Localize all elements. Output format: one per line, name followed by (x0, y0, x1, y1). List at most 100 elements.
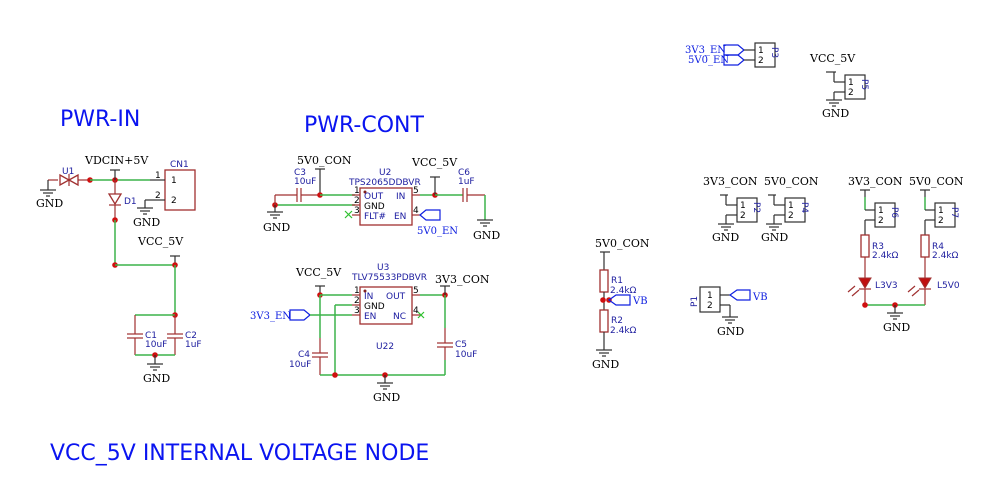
ref-u2: U2 (379, 168, 391, 178)
ref-p5: P5 (859, 79, 869, 90)
pin-label-flt: FLT# (364, 212, 386, 222)
value-r2: 2.4kΩ (610, 326, 637, 336)
net-label-gnd: GND (143, 372, 170, 385)
global-label-vb[interactable]: VB (607, 294, 648, 307)
connector-cn1[interactable]: 1 2 1 2 CN1 (150, 160, 196, 211)
voltage-divider-block: 5V0_CON R1 2.4kΩ VB R2 2.4kΩ GND (592, 237, 650, 371)
capacitor-c3[interactable]: C3 10uF (275, 168, 320, 202)
ref-p1: P1 (690, 296, 700, 307)
pin-label: 2 (788, 211, 794, 221)
value-c4: 10uF (289, 360, 311, 370)
connector-p4[interactable]: 1 2 P4 (768, 194, 809, 224)
ref-c2: C2 (185, 331, 197, 341)
ref-c4: C4 (298, 350, 310, 360)
net-label-5v0en: 5V0_EN (688, 55, 729, 66)
pin-number: 5 (413, 186, 419, 196)
value-r1: 2.4kΩ (610, 286, 637, 296)
net-label-gnd: GND (36, 197, 63, 210)
pin-label: 1 (758, 46, 764, 56)
ref-u1: U1 (62, 167, 74, 177)
value-c1: 10uF (145, 340, 167, 350)
pin-label-in: IN (396, 192, 405, 202)
net-label-gnd: GND (133, 216, 160, 229)
connector-p2[interactable]: 1 2 P2 (720, 194, 761, 224)
pin-label-en: EN (364, 312, 376, 322)
pin-label: 1 (848, 78, 854, 88)
junction (600, 297, 606, 303)
net-label-3v3en: 3V3_EN (250, 311, 291, 322)
pin-label: 2 (758, 56, 764, 66)
connector-p1[interactable]: 1 2 P1 (690, 286, 731, 317)
connector-p7[interactable]: 1 2 P7 (934, 202, 959, 228)
pin-number: 3 (354, 206, 360, 216)
capacitor-c2[interactable]: C2 1uF (167, 315, 202, 355)
net-label-3v3con: 3V3_CON (848, 175, 903, 188)
pin-label-out: OUT (386, 292, 406, 302)
value-c3: 10uF (294, 177, 316, 187)
pin-number: 3 (354, 306, 360, 316)
ref-r1: R1 (611, 276, 623, 286)
ref-r4: R4 (932, 242, 944, 252)
gnd-symbol-leds: GND (883, 305, 910, 334)
pin-number: 1 (354, 186, 360, 196)
gnd-symbol-r2: GND (592, 349, 619, 371)
pin-label-gnd: GND (364, 302, 385, 312)
net-label-gnd: GND (592, 358, 619, 371)
ref-p7: P7 (949, 207, 959, 218)
gnd-symbol-u1: GND (36, 179, 63, 210)
net-label-3v3en: 3V3_EN (685, 45, 726, 56)
pin-label: 2 (938, 216, 944, 226)
led-l5v0[interactable]: L5V0 (907, 277, 960, 297)
ref-p6: P6 (889, 207, 899, 218)
net-label-5v0con: 5V0_CON (595, 237, 650, 250)
pin-label-nc: NC (393, 312, 406, 322)
net-label-5v0con: 5V0_CON (909, 175, 964, 188)
pin-label-out: OUT (364, 192, 384, 202)
ref-u3: U3 (377, 263, 389, 273)
net-label-gnd: GND (373, 391, 400, 404)
pin-number: 2 (155, 191, 161, 201)
connector-p5[interactable]: 1 2 P5 (826, 71, 869, 100)
capacitor-c1[interactable]: C1 10uF (127, 315, 167, 355)
global-label-5v0en[interactable]: 5V0_EN (417, 209, 458, 237)
net-label-vcc5v: VCC_5V (809, 52, 856, 65)
ref-r2: R2 (611, 316, 623, 326)
resistor-r4[interactable]: R4 2.4kΩ (920, 234, 959, 261)
global-label-3v3en[interactable]: 3V3_EN (250, 309, 311, 322)
ic-u3[interactable]: U3 TLV75533PDBVR 1 2 3 5 4 IN GND EN OUT… (351, 263, 427, 352)
diode-d1[interactable]: D1 (107, 180, 137, 220)
resistor-r3[interactable]: R3 2.4kΩ (860, 234, 899, 261)
global-label-vb[interactable]: VB (728, 289, 768, 303)
no-connect-flag (344, 210, 353, 219)
capacitor-c6[interactable]: C6 1uF (458, 168, 485, 202)
ldo-block: VCC_5V C4 10uF 3V3_EN U3 TLV75533PDBVR (250, 263, 490, 404)
led-l3v3[interactable]: L3V3 (847, 277, 898, 297)
gnd-symbol-p4: GND (761, 223, 788, 244)
connector-p3[interactable]: 1 2 P3 (744, 42, 779, 68)
ref-d1: D1 (124, 197, 137, 207)
capacitor-c4[interactable]: C4 10uF (289, 338, 328, 375)
ref-p3: P3 (769, 47, 779, 58)
load-switch-block: 5V0_CON C3 10uF GND U2 TPS2065DDBVR (263, 154, 500, 242)
capacitor-c5[interactable]: C5 10uF (437, 328, 477, 360)
ref-p2: P2 (751, 202, 761, 213)
net-label-5v0con: 5V0_CON (764, 175, 819, 188)
ref-c6: C6 (458, 168, 470, 178)
connector-p6[interactable]: 1 2 P6 (874, 202, 899, 228)
ref-c1: C1 (145, 331, 157, 341)
tvs-diode-u1[interactable]: U1 (59, 167, 90, 187)
pin-label-gnd: GND (364, 202, 385, 212)
global-label-3v3en[interactable]: 3V3_EN (685, 44, 745, 56)
pin-label: 1 (740, 201, 746, 211)
pin-number: 4 (413, 306, 419, 316)
section-title-pwr-cont: PWR-CONT (304, 113, 424, 138)
global-label-5v0en[interactable]: 5V0_EN (688, 54, 745, 66)
resistor-r1[interactable]: R1 2.4kΩ (599, 269, 637, 296)
resistor-r2[interactable]: R2 2.4kΩ (599, 309, 637, 336)
net-label-vcc5v: VCC_5V (295, 266, 342, 279)
net-label-gnd: GND (717, 325, 744, 338)
footer-title: VCC_5V INTERNAL VOLTAGE NODE (50, 441, 429, 466)
value-r3: 2.4kΩ (872, 251, 899, 261)
net-label-vcc5v: VCC_5V (411, 156, 458, 169)
ic-u2[interactable]: U2 TPS2065DDBVR 1 2 3 5 4 OUT GND FLT# I… (348, 168, 421, 226)
